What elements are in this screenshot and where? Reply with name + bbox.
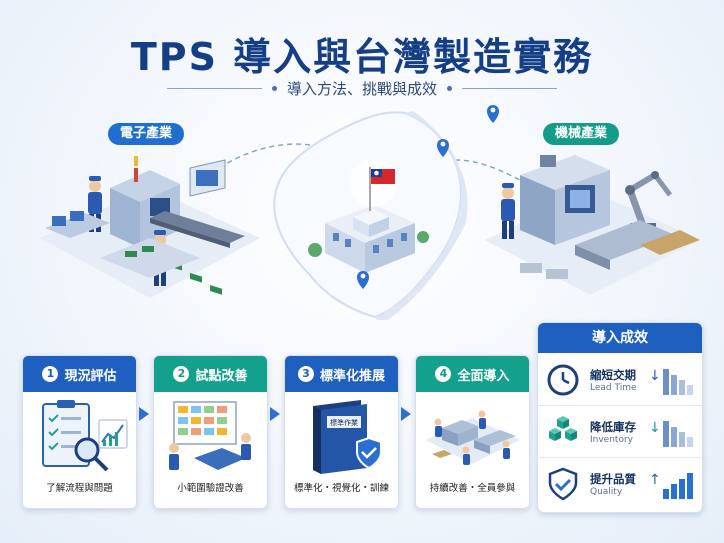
- result-inventory: 降低庫存 Inventory ↓: [538, 407, 702, 458]
- step-header: 1 現況評估: [23, 356, 136, 392]
- step-arrow-icon: [139, 407, 149, 421]
- clock-icon: [547, 364, 579, 396]
- kanban-board-icon: [169, 401, 251, 470]
- result-english: Lead Time: [590, 383, 637, 393]
- results-panel: 導入成效 縮短交期 Lead Time ↓ 降低庫存: [537, 322, 703, 513]
- worker-icon: [478, 410, 486, 429]
- arrow-down-icon: ↓: [649, 368, 661, 384]
- step-header: 2 試點改善: [154, 356, 267, 392]
- step-header: 4 全面導入: [416, 356, 529, 392]
- shield-check-icon: [356, 436, 382, 470]
- step-number: 2: [173, 366, 190, 382]
- subtitle-dot-right: [447, 86, 452, 91]
- decreasing-bars-icon: [663, 421, 693, 447]
- step-number: 1: [42, 366, 59, 382]
- result-english: Inventory: [590, 435, 633, 445]
- shield-check-icon: [548, 467, 578, 501]
- result-english: Quality: [590, 487, 623, 497]
- map-pin-icon: [487, 105, 499, 123]
- worker-icon: [434, 418, 442, 437]
- subtitle: 導入方法、挑戰與成效: [286, 80, 437, 98]
- worker-icon: [241, 433, 251, 460]
- machinery-factory-illustration: [485, 155, 700, 295]
- step-caption: 了解流程與問題: [46, 483, 113, 494]
- government-building-icon: [308, 205, 429, 273]
- step-card-1: 1 現況評估 了解流程與問題: [22, 355, 137, 509]
- subtitle-dot-left: [271, 86, 277, 91]
- worker-icon: [501, 183, 515, 239]
- map-pin-icon: [357, 271, 369, 289]
- subtitle-row: 導入方法、挑戰與成效: [0, 78, 724, 99]
- worker-icon: [502, 440, 510, 459]
- step-title: 現況評估: [64, 368, 117, 384]
- industry-label-electronics: 電子產業: [108, 123, 185, 145]
- result-title: 縮短交期: [590, 368, 636, 382]
- step-caption: 小範圍驗證改善: [177, 483, 244, 494]
- step-header: 3 標準化推展: [285, 356, 398, 392]
- step-card-2: 2 試點改善 小範圍驗證改善: [153, 355, 268, 509]
- subtitle-line-right: [462, 88, 557, 89]
- page-title: TPS 導入與台灣製造實務: [130, 35, 594, 79]
- standard-manual-book-icon: 標準作業: [313, 400, 382, 474]
- result-quality: 提升品質 Quality ↑: [538, 459, 702, 509]
- arrow-down-icon: ↓: [649, 420, 661, 436]
- step-arrow-icon: [270, 407, 280, 421]
- step-title: 試點改善: [195, 368, 248, 384]
- results-heading: 導入成效: [538, 323, 702, 353]
- subtitle-line-left: [166, 88, 262, 89]
- electronics-factory-illustration: [40, 156, 260, 298]
- decreasing-bars-icon: [663, 369, 693, 395]
- step-title: 標準化推展: [319, 368, 385, 384]
- worker-icon: [169, 443, 179, 470]
- step-arrow-icon: [401, 407, 411, 421]
- industry-label-machinery: 機械產業: [543, 123, 620, 145]
- increasing-bars-icon: [663, 473, 693, 499]
- boxes-icon: [549, 416, 577, 441]
- step-caption: 標準化・視覺化・訓練: [293, 483, 389, 494]
- result-title: 提升品質: [590, 472, 636, 486]
- map-pin-icon: [437, 139, 449, 157]
- result-title: 降低庫存: [590, 420, 636, 434]
- step-number: 3: [297, 366, 314, 382]
- worker-icon: [462, 446, 470, 465]
- step-card-3: 3 標準化推展 標準作業 標準化・視覺化・訓練: [284, 355, 399, 509]
- step-number: 4: [435, 366, 452, 382]
- result-lead-time: 縮短交期 Lead Time ↓: [538, 355, 702, 406]
- full-factory-icon: [426, 410, 520, 465]
- book-label: 標準作業: [330, 418, 358, 427]
- taiwan-map-illustration: [273, 105, 499, 320]
- step-caption: 持續改善・全員參與: [429, 483, 516, 494]
- arrow-up-icon: ↑: [649, 472, 661, 488]
- step-title: 全面導入: [457, 368, 510, 384]
- clipboard-magnifier-icon: [42, 400, 128, 472]
- step-card-4: 4 全面導入 持續改善・全員參與: [415, 355, 530, 509]
